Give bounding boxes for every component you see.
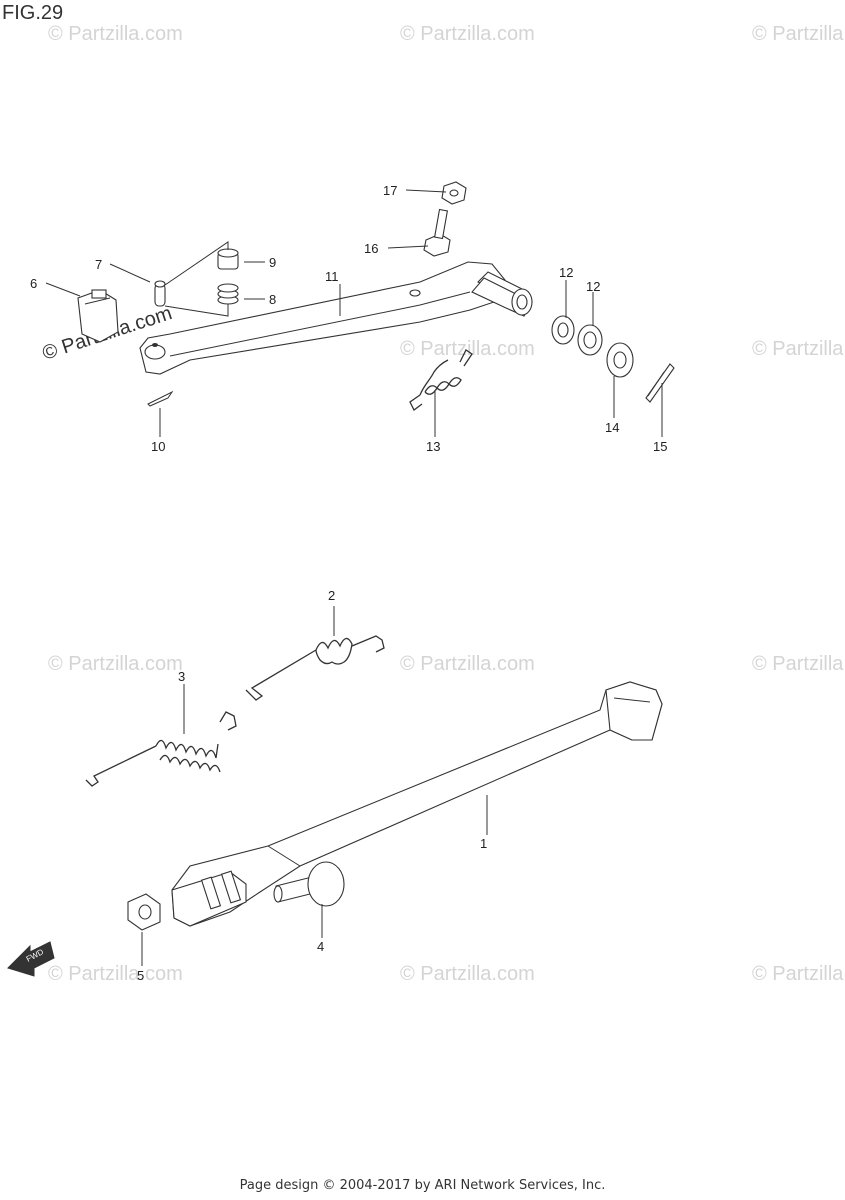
page-footer: Page design © 2004-2017 by ARI Network S… xyxy=(239,1178,606,1193)
callout-12[interactable]: 12 xyxy=(559,265,573,280)
part-10-cotter-pin xyxy=(147,390,174,407)
callout-5[interactable]: 5 xyxy=(137,968,144,983)
part-12-washer xyxy=(577,324,603,356)
watermark: © Partzilla.com xyxy=(48,23,183,45)
watermark: © Partzilla.com xyxy=(48,653,183,675)
leader-lines xyxy=(141,606,488,966)
watermark: © Partzilla.com xyxy=(752,23,845,45)
part-16-bolt xyxy=(423,208,451,257)
part-17-nut xyxy=(441,181,467,205)
part-9-bushing xyxy=(217,248,239,270)
watermark: © Partzilla.com xyxy=(400,23,535,45)
watermark: © Partzilla.com xyxy=(400,338,535,360)
part-3-spring xyxy=(85,711,237,787)
callout-16[interactable]: 16 xyxy=(364,241,378,256)
watermark: © Partzilla.com xyxy=(752,653,845,675)
watermark: © Partzilla.com xyxy=(752,338,845,360)
part-2-spring xyxy=(245,635,385,701)
callout-8[interactable]: 8 xyxy=(269,292,276,307)
part-13-spring xyxy=(409,349,473,411)
callout-9[interactable]: 9 xyxy=(269,255,276,270)
callout-17[interactable]: 17 xyxy=(383,183,397,198)
part-4-bolt xyxy=(273,861,345,907)
callout-labels: 1 2 3 4 5 6 7 8 9 10 11 12 12 13 14 15 1… xyxy=(30,183,667,983)
watermark: © Partzilla.com xyxy=(400,963,535,985)
callout-12-second[interactable]: 12 xyxy=(586,279,600,294)
callout-13[interactable]: 13 xyxy=(426,439,440,454)
figure-title: FIG.29 xyxy=(2,2,64,24)
guide-line xyxy=(164,241,229,286)
callout-10[interactable]: 10 xyxy=(151,439,165,454)
fwd-arrow-icon: FWD xyxy=(7,941,55,977)
part-12-washer xyxy=(551,315,575,345)
callout-15[interactable]: 15 xyxy=(653,439,667,454)
callout-14[interactable]: 14 xyxy=(605,420,619,435)
watermark: © Partzilla.com xyxy=(752,963,845,985)
part-14-washer xyxy=(606,342,634,378)
callout-4[interactable]: 4 xyxy=(317,939,324,954)
leader-lines xyxy=(45,189,663,437)
part-15-cotter-pin xyxy=(645,363,675,403)
watermark: © Partzilla.com xyxy=(48,963,183,985)
part-5-nut xyxy=(127,893,161,931)
guide-line xyxy=(164,304,229,317)
part-7-pin xyxy=(154,280,166,307)
callout-1[interactable]: 1 xyxy=(480,836,487,851)
callout-6[interactable]: 6 xyxy=(30,276,37,291)
watermark-layer: © Partzilla.com © Partzilla.com © Partzi… xyxy=(40,23,845,985)
callout-2[interactable]: 2 xyxy=(328,588,335,603)
part-11-pedal-arm xyxy=(139,261,533,375)
part-6-switch xyxy=(77,289,119,343)
callout-11[interactable]: 11 xyxy=(325,269,339,284)
watermark: © Partzilla.com xyxy=(400,653,535,675)
part-1-side-stand xyxy=(171,681,663,927)
callout-7[interactable]: 7 xyxy=(95,257,102,272)
part-8-spring xyxy=(217,283,239,305)
callout-3[interactable]: 3 xyxy=(178,669,185,684)
